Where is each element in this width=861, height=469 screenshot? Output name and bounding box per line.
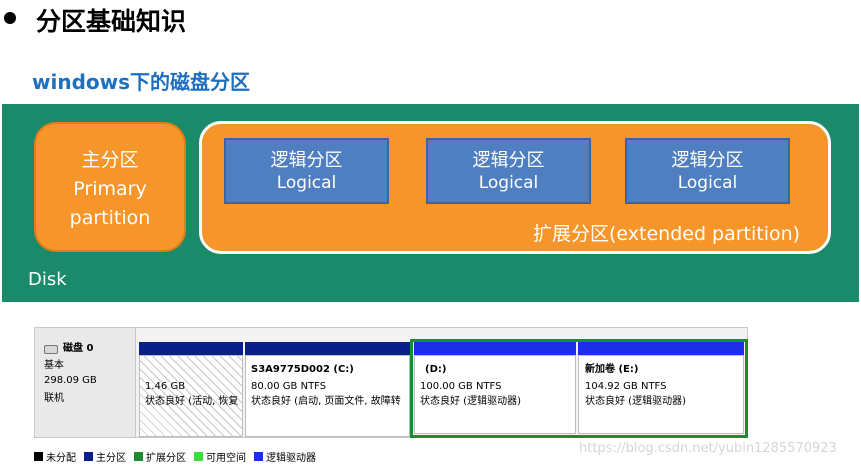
legend-swatch bbox=[194, 451, 203, 461]
partition-status: 状态良好 (活动, 恢复 bbox=[145, 396, 239, 407]
legend-label: 扩展分区 bbox=[146, 452, 186, 464]
partition-status: 状态良好 (逻辑驱动器) bbox=[420, 396, 521, 407]
extended-partition-frame bbox=[410, 339, 748, 438]
extended-partition-label: 扩展分区(extended partition) bbox=[533, 223, 801, 245]
logical-partition-box: 逻辑分区 Logical bbox=[426, 138, 591, 204]
partition-d[interactable]: (D:) 100.00 GB NTFS 状态良好 (逻辑驱动器) bbox=[414, 355, 576, 434]
partition-status: 状态良好 (启动, 页面文件, 故障转 bbox=[251, 396, 401, 407]
page-title: 分区基础知识 bbox=[36, 7, 187, 36]
logical-partition-label-en: Logical bbox=[276, 173, 337, 193]
partition-c[interactable]: S3A9775D002 (C:) 80.00 GB NTFS 状态良好 (启动,… bbox=[245, 355, 410, 437]
disk-drive-icon bbox=[44, 345, 58, 354]
partition-legend: 未分配 主分区 扩展分区 可用空间 逻辑驱动器 bbox=[34, 448, 320, 464]
primary-partition-label-zh: 主分区 bbox=[81, 149, 139, 171]
disk-label: Disk bbox=[28, 269, 67, 290]
partition-e[interactable]: 新加卷 (E:) 104.92 GB NTFS 状态良好 (逻辑驱动器) bbox=[578, 355, 744, 434]
logical-partition-label-zh: 逻辑分区 bbox=[472, 150, 545, 171]
disk-name: 磁盘 0 bbox=[63, 343, 94, 354]
partition-bar-logical bbox=[414, 342, 576, 355]
legend-label: 主分区 bbox=[96, 452, 126, 464]
bullet-dot bbox=[4, 12, 16, 24]
partition-status: 状态良好 (逻辑驱动器) bbox=[585, 396, 686, 407]
primary-partition-label-en-line2: partition bbox=[69, 207, 151, 229]
legend-swatch bbox=[84, 451, 93, 461]
legend-swatch bbox=[134, 451, 143, 461]
partition-name: 新加卷 (E:) bbox=[585, 364, 639, 375]
legend-label: 逻辑驱动器 bbox=[266, 452, 316, 464]
legend-label: 未分配 bbox=[46, 452, 76, 464]
partition-name: (D:) bbox=[425, 364, 447, 375]
watermark: https://blog.csdn.net/yubin1285570923 bbox=[579, 441, 837, 456]
primary-partition-label-en-line1: Primary bbox=[73, 178, 147, 200]
logical-partition-box: 逻辑分区 Logical bbox=[224, 138, 389, 204]
legend-item: 主分区 bbox=[84, 449, 126, 464]
partition-size: 100.00 GB NTFS bbox=[420, 381, 502, 392]
partition-recovery[interactable]: 1.46 GB 状态良好 (活动, 恢复 bbox=[139, 355, 243, 437]
disk-status: 联机 bbox=[44, 393, 64, 404]
logical-partition-label-en: Logical bbox=[478, 173, 539, 193]
legend-swatch bbox=[34, 451, 43, 461]
partition-size: 80.00 GB NTFS bbox=[251, 381, 327, 392]
partition-bar-logical bbox=[578, 342, 744, 355]
section-subtitle: windows下的磁盘分区 bbox=[32, 70, 251, 94]
legend-item: 扩展分区 bbox=[134, 449, 186, 464]
legend-item: 可用空间 bbox=[194, 449, 246, 464]
legend-item: 未分配 bbox=[34, 449, 76, 464]
disk-type: 基本 bbox=[44, 360, 64, 371]
logical-partition-box: 逻辑分区 Logical bbox=[625, 138, 790, 204]
partition-size: 104.92 GB NTFS bbox=[585, 381, 667, 392]
partition-bar-primary bbox=[139, 342, 243, 355]
logical-partition-label-zh: 逻辑分区 bbox=[270, 150, 343, 171]
logical-partition-label-en: Logical bbox=[677, 173, 738, 193]
primary-partition-box bbox=[34, 122, 186, 252]
partition-size: 1.46 GB bbox=[145, 381, 186, 392]
partition-name: S3A9775D002 (C:) bbox=[251, 364, 354, 375]
disk-size: 298.09 GB bbox=[44, 375, 97, 386]
partition-bar-primary bbox=[245, 342, 410, 355]
logical-partition-label-zh: 逻辑分区 bbox=[671, 150, 744, 171]
legend-swatch bbox=[254, 451, 263, 461]
legend-label: 可用空间 bbox=[206, 452, 246, 464]
legend-item: 逻辑驱动器 bbox=[254, 449, 316, 464]
